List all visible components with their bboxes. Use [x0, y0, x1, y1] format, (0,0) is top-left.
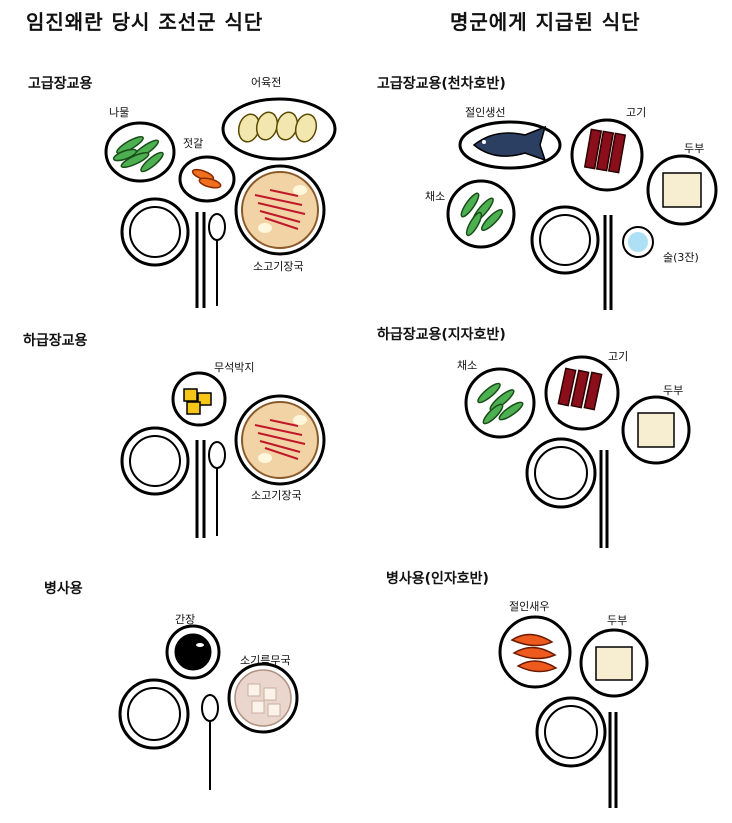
meat-dish — [570, 118, 644, 192]
dish-label: 두부 — [607, 614, 628, 627]
rice-bowl — [535, 696, 607, 768]
beef-soup-bowl — [234, 394, 326, 486]
dish-label: 절인생선 — [465, 106, 506, 119]
dish-label: 소고기장국 — [253, 260, 304, 273]
dish-label: 두부 — [684, 142, 705, 155]
chopsticks — [599, 450, 609, 548]
namul-dish — [104, 121, 176, 183]
right-title: 명군에게 지급된 식단 — [450, 10, 641, 34]
dish-label: 두부 — [663, 384, 684, 397]
rice-bowl — [118, 678, 190, 750]
dish-label: 절인새우 — [509, 600, 550, 613]
dish-label: 간장 — [175, 613, 196, 626]
section-heading: 고급장교용 — [28, 76, 93, 92]
section-heading: 병사용(인자호반) — [386, 571, 489, 587]
section-heading: 고급장교용(천차호반) — [377, 76, 506, 92]
section-heading: 병사용 — [44, 581, 83, 597]
chopsticks — [603, 215, 613, 310]
dish-label: 나물 — [109, 106, 130, 119]
dish-label: 어육전 — [251, 76, 282, 89]
fish-dish — [458, 120, 562, 170]
dish-label: 무석박지 — [214, 361, 255, 374]
radish-soup-bowl — [227, 662, 299, 734]
rice-bowl — [525, 437, 597, 509]
chopsticks — [608, 712, 618, 808]
dish-label: 소기름무국 — [240, 654, 291, 667]
vegetable-dish — [464, 367, 536, 439]
dish-label: 술(3잔) — [663, 251, 699, 264]
shrimp-dish — [498, 615, 572, 689]
beef-soup-bowl — [234, 164, 326, 256]
tofu-dish — [621, 395, 691, 465]
dish-label: 채소 — [457, 359, 478, 372]
meat-dish — [544, 355, 620, 431]
section-heading: 하급장교용(지자호반) — [377, 327, 506, 343]
rice-bowl — [120, 197, 190, 267]
spoon — [201, 694, 219, 790]
chopsticks — [195, 440, 206, 538]
seokbakji-dish — [171, 371, 227, 427]
dish-label: 소고기장국 — [251, 489, 302, 502]
chopsticks — [195, 212, 206, 308]
dish-label: 젓갈 — [183, 137, 204, 150]
eoyukjeon-dish — [221, 97, 337, 161]
jeotgal-dish — [178, 155, 236, 203]
dish-label: 고기 — [626, 106, 647, 119]
spoon — [208, 213, 226, 306]
section-heading: 하급장교용 — [23, 333, 88, 349]
spoon — [208, 441, 226, 536]
tofu-dish — [579, 628, 649, 698]
soy-sauce-dish — [165, 624, 221, 680]
dish-label: 채소 — [425, 190, 446, 203]
rice-bowl — [120, 426, 190, 496]
vegetable-dish — [446, 179, 516, 249]
rice-bowl — [530, 205, 600, 275]
dish-label: 고기 — [608, 350, 629, 363]
tofu-dish — [646, 154, 718, 226]
left-title: 임진왜란 당시 조선군 식단 — [26, 10, 264, 34]
liquor-cup — [622, 226, 654, 258]
